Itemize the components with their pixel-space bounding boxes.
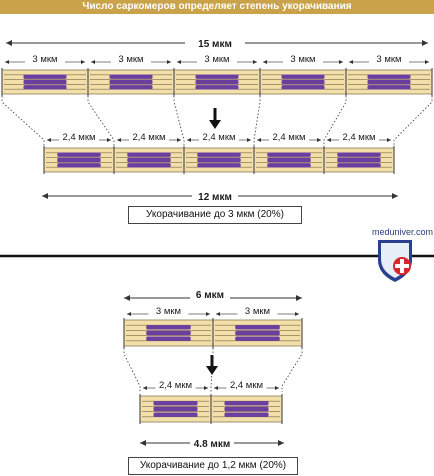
segment-length-label: 3 мкм xyxy=(290,54,315,65)
myosin-filament xyxy=(23,74,67,79)
bottom-projection-lines xyxy=(123,348,303,392)
myosin-filament xyxy=(224,412,269,417)
projection-line xyxy=(210,348,214,392)
myosin-filament xyxy=(109,79,153,85)
segment-length-label: 3 мкм xyxy=(156,306,181,317)
segment-length-label: 3 мкм xyxy=(245,306,270,317)
myosin-filament xyxy=(109,74,153,79)
myosin-filament xyxy=(153,406,198,412)
projection-line xyxy=(393,96,433,146)
myosin-filament xyxy=(267,163,311,168)
myosin-filament xyxy=(23,79,67,85)
myosin-filament xyxy=(197,152,241,157)
myosin-filament xyxy=(337,163,381,168)
segment-length-label: 2,4 мкм xyxy=(342,132,375,143)
myosin-filament xyxy=(224,401,269,406)
segment-length-label: 2,4 мкм xyxy=(62,132,95,143)
myosin-filament xyxy=(337,157,381,163)
projection-line xyxy=(323,96,347,146)
segment-length-label: 2,4 мкм xyxy=(132,132,165,143)
top-contracted-total-label: 12 мкм xyxy=(198,192,232,203)
myosin-filament xyxy=(23,85,67,90)
top-total-label: 15 мкм xyxy=(198,39,232,50)
myosin-filament xyxy=(235,336,280,341)
bottom-contracted-total-label: 4.8 мкм xyxy=(194,439,230,450)
bottom-contracted-fiber xyxy=(139,394,283,424)
segment-length-label: 3 мкм xyxy=(376,54,401,65)
projection-line xyxy=(253,96,261,146)
myosin-filament xyxy=(267,152,311,157)
myosin-filament xyxy=(127,152,171,157)
segment-length-label: 2,4 мкм xyxy=(159,380,192,391)
contraction-arrow-head xyxy=(209,120,221,129)
myosin-filament xyxy=(281,74,325,79)
myosin-filament xyxy=(337,152,381,157)
segment-length-label: 2,4 мкм xyxy=(272,132,305,143)
myosin-filament xyxy=(281,79,325,85)
bottom-result-box: Укорачивание до 1,2 мкм (20%) xyxy=(128,457,298,475)
watermark: meduniver.com xyxy=(372,227,434,237)
projection-line xyxy=(281,348,303,392)
myosin-filament xyxy=(195,85,239,90)
contraction-arrow-bottom-head xyxy=(206,366,218,375)
myosin-filament xyxy=(281,85,325,90)
myosin-filament xyxy=(197,163,241,168)
myosin-filament xyxy=(367,74,411,79)
myosin-filament xyxy=(153,401,198,406)
top-projection-lines xyxy=(1,96,433,146)
myosin-filament xyxy=(367,79,411,85)
projection-line xyxy=(123,348,141,392)
top-fiber xyxy=(1,68,433,96)
top-result-box: Укорачивание до 3 мкм (20%) xyxy=(128,206,302,224)
segment-length-label: 2,4 мкм xyxy=(230,380,263,391)
myosin-filament xyxy=(197,157,241,163)
myosin-filament xyxy=(146,336,191,341)
myosin-filament xyxy=(224,406,269,412)
figure-title: Число саркомеров определяет степень укор… xyxy=(0,0,434,14)
projection-line xyxy=(87,96,115,146)
segment-length-label: 3 мкм xyxy=(118,54,143,65)
myosin-filament xyxy=(153,412,198,417)
top-contracted-fiber xyxy=(43,146,395,174)
meduniver-logo xyxy=(378,240,412,282)
myosin-filament xyxy=(367,85,411,90)
myosin-filament xyxy=(127,157,171,163)
myosin-filament xyxy=(57,152,101,157)
myosin-filament xyxy=(235,325,280,330)
myosin-filament xyxy=(235,330,280,336)
segment-length-label: 3 мкм xyxy=(32,54,57,65)
segment-length-label: 3 мкм xyxy=(204,54,229,65)
myosin-filament xyxy=(57,163,101,168)
myosin-filament xyxy=(109,85,153,90)
projection-line xyxy=(1,96,45,146)
myosin-filament xyxy=(267,157,311,163)
myosin-filament xyxy=(57,157,101,163)
bottom-total-label: 6 мкм xyxy=(196,290,224,301)
segment-length-label: 2,4 мкм xyxy=(202,132,235,143)
myosin-filament xyxy=(127,163,171,168)
bottom-fiber xyxy=(123,318,303,348)
myosin-filament xyxy=(146,325,191,330)
myosin-filament xyxy=(195,74,239,79)
projection-line xyxy=(173,96,185,146)
myosin-filament xyxy=(146,330,191,336)
myosin-filament xyxy=(195,79,239,85)
